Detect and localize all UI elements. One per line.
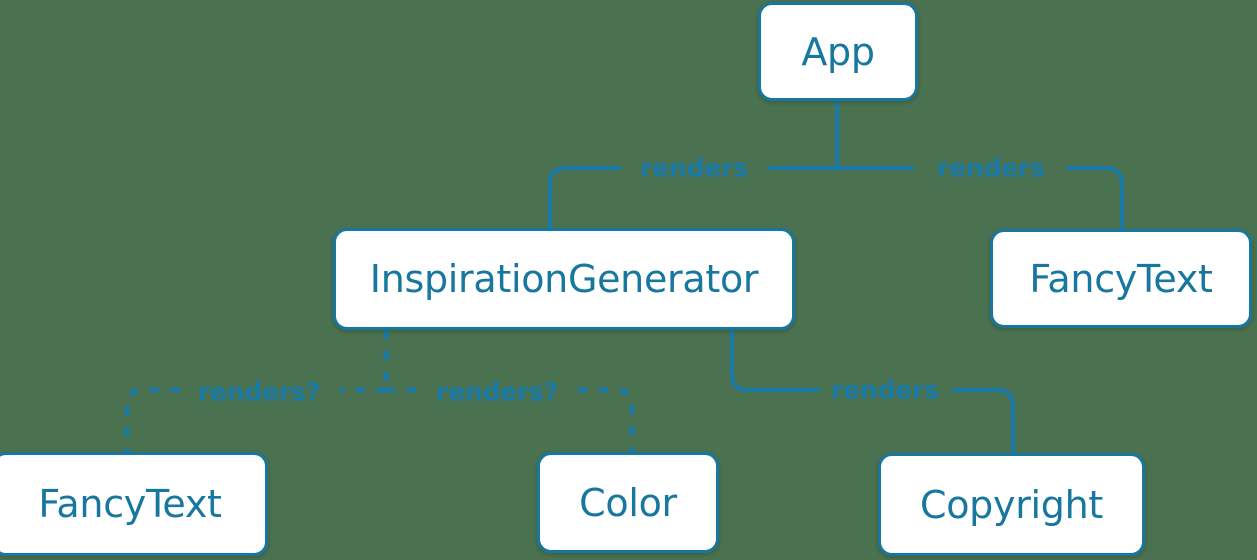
edge-label-inspirationgenerator-renders-color: renders? bbox=[435, 377, 559, 407]
node-color[interactable]: Color bbox=[537, 452, 719, 553]
edge-label-inspirationgenerator-renders-fancytext: renders? bbox=[197, 377, 321, 407]
node-color-label: Color bbox=[579, 480, 677, 525]
node-app[interactable]: App bbox=[758, 2, 918, 101]
edge-app-inspirationgenerator-seg-b bbox=[548, 166, 622, 230]
edge-ig-fancytext-dashed-seg-b bbox=[124, 387, 180, 452]
node-app-label: App bbox=[801, 29, 875, 74]
node-fancytext-right-label: FancyText bbox=[1029, 256, 1213, 301]
edge-ig-color-dashed-seg-b bbox=[578, 387, 635, 452]
node-fancytext-left-label: FancyText bbox=[38, 482, 222, 526]
node-inspirationgenerator-label: InspirationGenerator bbox=[369, 257, 759, 301]
edge-label-app-renders-inspirationgenerator: renders bbox=[640, 153, 748, 183]
edge-label-inspirationgenerator-renders-copyright: renders bbox=[831, 375, 939, 405]
node-fancytext-left[interactable]: FancyText bbox=[0, 452, 268, 556]
node-inspirationgenerator[interactable]: InspirationGenerator bbox=[333, 228, 795, 330]
node-copyright-label: Copyright bbox=[920, 482, 1103, 527]
edge-label-app-renders-fancytext: renders bbox=[937, 153, 1045, 183]
edge-ig-copyright-seg-a bbox=[730, 328, 820, 392]
node-fancytext-right[interactable]: FancyText bbox=[990, 229, 1252, 328]
edge-app-fancytext-seg-b bbox=[1066, 166, 1124, 231]
edge-ig-copyright-seg-b bbox=[952, 388, 1015, 455]
node-copyright[interactable]: Copyright bbox=[878, 453, 1145, 556]
